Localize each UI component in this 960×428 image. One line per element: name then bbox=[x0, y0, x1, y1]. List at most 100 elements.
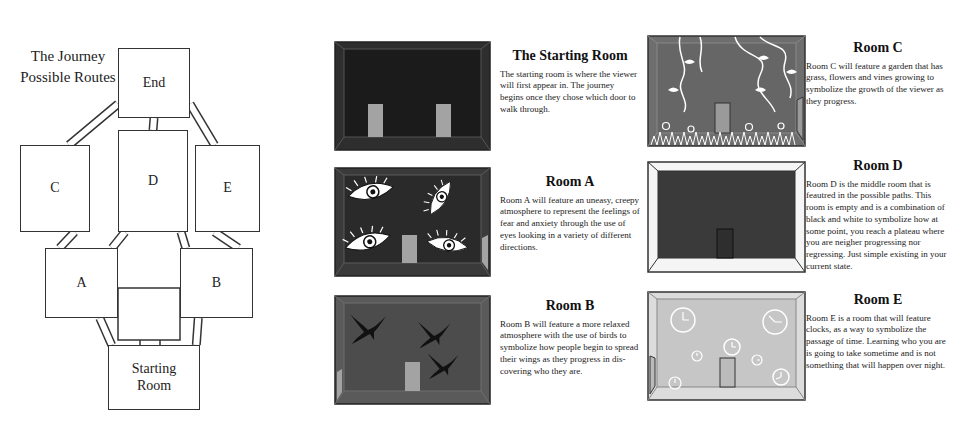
corridor-floor bbox=[112, 232, 125, 248]
room-label: C bbox=[50, 180, 59, 197]
text-column: The Starting RoomThe starting room is wh… bbox=[500, 48, 640, 116]
eye-lashes bbox=[341, 223, 385, 243]
eye-iris bbox=[366, 185, 380, 199]
panel-heading: Room A bbox=[500, 174, 640, 191]
eye-lashes bbox=[345, 174, 388, 192]
panel-body: The starting room is where the viewer wi… bbox=[500, 69, 640, 116]
panel-heading: The Starting Room bbox=[500, 48, 640, 65]
corridor-floor bbox=[215, 232, 239, 248]
panel-heading: Room E bbox=[806, 292, 950, 309]
room-label: E bbox=[223, 180, 232, 197]
door bbox=[720, 358, 735, 387]
room-label: End bbox=[143, 75, 166, 92]
eye-pupil bbox=[367, 239, 373, 245]
side-door bbox=[650, 356, 655, 394]
hall-box bbox=[118, 288, 180, 340]
text-column: Room C Room C will feature a garden that … bbox=[806, 40, 950, 108]
room-panel: The Starting RoomThe starting room is wh… bbox=[333, 38, 643, 154]
eye-pupil bbox=[370, 189, 376, 195]
corridor-floor bbox=[69, 104, 118, 145]
door bbox=[368, 104, 383, 137]
back-wall bbox=[344, 49, 481, 137]
room-box: Starting Room bbox=[108, 345, 200, 410]
door bbox=[715, 103, 730, 133]
text-column: Room A Room A will feature an uneasy, cre… bbox=[500, 174, 640, 253]
eye bbox=[425, 226, 471, 255]
room-box: B bbox=[180, 248, 253, 318]
text-column: Room B Room B will feature a more relaxed… bbox=[500, 298, 640, 377]
panel-body: Room E is a room that will feature clock… bbox=[806, 313, 950, 371]
eye-lashes bbox=[427, 226, 466, 244]
flower bbox=[688, 126, 694, 132]
panel-body: Room B will feature a more relaxed atmos… bbox=[500, 319, 640, 377]
panel-body: Room C will feature a garden that has gr… bbox=[806, 61, 950, 108]
panel-body: Room A will feature an uneasy, creepy at… bbox=[500, 195, 640, 253]
room-edges bbox=[648, 36, 805, 146]
bird bbox=[418, 322, 450, 349]
room-box: End bbox=[118, 48, 190, 118]
room-shell bbox=[648, 162, 805, 272]
room-shell bbox=[335, 42, 490, 150]
room-label: Starting Room bbox=[119, 361, 189, 395]
eye-pupil bbox=[446, 243, 451, 248]
room-box: E bbox=[195, 145, 260, 232]
room-edges bbox=[335, 168, 490, 276]
room-shell bbox=[648, 292, 805, 400]
corridor-floor bbox=[196, 318, 198, 345]
room-panel: Room A Room A will feature an uneasy, cre… bbox=[333, 164, 643, 282]
room-edges bbox=[648, 162, 805, 272]
corridor-wall bbox=[196, 318, 198, 345]
corridor-wall bbox=[60, 232, 75, 248]
bird bbox=[350, 314, 386, 344]
vines bbox=[679, 37, 791, 112]
corridor bbox=[112, 232, 125, 248]
side-door bbox=[797, 97, 803, 140]
door bbox=[402, 235, 417, 263]
room-b-art bbox=[335, 296, 490, 404]
eye-white bbox=[424, 178, 457, 217]
corridor bbox=[100, 318, 112, 345]
corridor-floor bbox=[60, 232, 75, 248]
room-panel: Room E Room E is a room that will feature… bbox=[646, 288, 954, 404]
room-panel: Room B Room B will feature a more relaxed… bbox=[333, 292, 643, 406]
corridor-wall bbox=[69, 104, 118, 145]
room-label: A bbox=[76, 275, 86, 292]
room-e-art bbox=[648, 292, 805, 400]
eye-pupil bbox=[439, 194, 445, 200]
room-label: D bbox=[148, 173, 158, 190]
corridor-wall bbox=[190, 104, 215, 145]
room-box: C bbox=[20, 145, 90, 232]
room-panel: Room DRoom D is the middle room that is … bbox=[646, 156, 954, 276]
corridor bbox=[190, 104, 215, 145]
corridor-wall bbox=[112, 232, 125, 248]
back-wall bbox=[658, 171, 795, 258]
room-box: D bbox=[118, 130, 188, 232]
room-edges bbox=[335, 42, 490, 150]
corridor-wall bbox=[181, 232, 186, 248]
room-panel: Room C Room C will feature a garden that … bbox=[646, 32, 954, 150]
room-shell bbox=[335, 168, 490, 276]
eye-iris bbox=[435, 190, 449, 204]
room-d-art bbox=[648, 162, 805, 272]
flower bbox=[746, 124, 753, 131]
corridor bbox=[60, 232, 75, 248]
corridor-wall bbox=[100, 318, 112, 345]
corridor-floor bbox=[190, 104, 215, 145]
eye bbox=[341, 222, 392, 254]
corridor-wall bbox=[215, 232, 239, 248]
panel-heading: Room C bbox=[806, 40, 950, 57]
room-edges bbox=[648, 292, 805, 400]
starting-room-art bbox=[335, 42, 490, 150]
back-wall bbox=[657, 299, 796, 387]
room-a-art bbox=[335, 168, 490, 276]
door bbox=[405, 362, 420, 391]
corridor bbox=[153, 118, 154, 130]
eye-white bbox=[426, 233, 469, 255]
panel-heading: Room B bbox=[500, 298, 640, 315]
back-wall bbox=[657, 43, 796, 133]
corridor-floor bbox=[153, 118, 154, 130]
eye bbox=[418, 174, 457, 218]
room-box: A bbox=[45, 248, 118, 318]
back-wall bbox=[344, 175, 481, 263]
